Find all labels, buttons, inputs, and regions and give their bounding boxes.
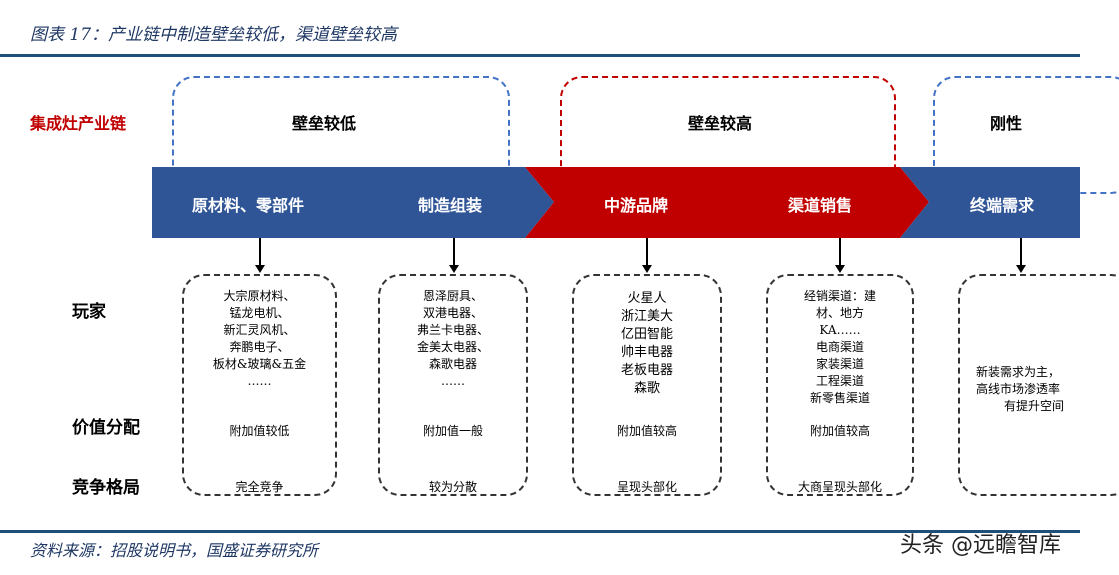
figure-title: 图表 17：产业链中制造壁垒较低，渠道壁垒较高 bbox=[30, 25, 398, 45]
value-cell: 附加值一般 bbox=[422, 424, 483, 438]
arrowhead-3 bbox=[642, 265, 652, 273]
players-list: 大宗原材料、锰龙电机、新汇灵风机、 奔鹏电子、板材&玻璃&五金…… bbox=[212, 289, 307, 388]
competition-cell: 大商呈现头部化 bbox=[797, 480, 882, 494]
arrowhead-4 bbox=[835, 265, 845, 273]
stage-terminal: 终端需求 bbox=[970, 196, 1035, 215]
figure-source: 资料来源：招股说明书，国盛证券研究所 bbox=[30, 541, 319, 560]
stage-arrow-upstream bbox=[152, 167, 554, 238]
competition-cell: 完全竞争 bbox=[235, 480, 284, 494]
value-cell: 附加值较低 bbox=[229, 424, 290, 438]
players-box-manufacturing: 恩泽厨具、双港电器、弗兰卡电器、 金美太电器、森歌电器…… 附加值一般 较为分散 bbox=[378, 274, 528, 496]
row-label-value: 价值分配 bbox=[72, 418, 140, 438]
arrowhead-5 bbox=[1016, 265, 1026, 273]
down-arrow-4 bbox=[839, 238, 841, 266]
chain-label: 集成灶产业链 bbox=[30, 114, 127, 133]
row-label-players: 玩家 bbox=[72, 302, 106, 322]
arrowhead-2 bbox=[449, 265, 459, 273]
stage-arrow-terminal bbox=[900, 167, 1080, 238]
players-list: 火星人浙江美大亿田智能 帅丰电器老板电器森歌 bbox=[620, 291, 673, 396]
barrier-label-rigid: 刚性 bbox=[990, 114, 1023, 133]
barrier-label-high: 壁垒较高 bbox=[688, 114, 753, 133]
arrowhead-1 bbox=[255, 265, 265, 273]
bottom-rule bbox=[0, 530, 1080, 533]
players-box-brand: 火星人浙江美大亿田智能 帅丰电器老板电器森歌 附加值较高 呈现头部化 bbox=[572, 274, 722, 496]
row-label-competition: 竞争格局 bbox=[72, 478, 140, 498]
down-arrow-5 bbox=[1020, 238, 1022, 266]
competition-cell: 呈现头部化 bbox=[616, 480, 677, 494]
down-arrow-2 bbox=[453, 238, 455, 266]
stage-channel: 渠道销售 bbox=[788, 196, 853, 215]
down-arrow-3 bbox=[646, 238, 648, 266]
competition-cell: 较为分散 bbox=[428, 480, 477, 494]
down-arrow-1 bbox=[259, 238, 261, 266]
players-list: 新装需求为主，高线市场渗透率 有提升空间 bbox=[976, 365, 1065, 413]
value-cell: 附加值较高 bbox=[616, 424, 677, 438]
stage-brand: 中游品牌 bbox=[604, 196, 669, 215]
value-cell: 附加值较高 bbox=[809, 424, 870, 438]
stage-raw-materials: 原材料、零部件 bbox=[192, 196, 305, 215]
players-box-raw-materials: 大宗原材料、锰龙电机、新汇灵风机、 奔鹏电子、板材&玻璃&五金…… 附加值较低 … bbox=[182, 274, 337, 496]
stage-arrow-midstream bbox=[525, 167, 929, 238]
barrier-label-low: 壁垒较低 bbox=[292, 114, 357, 133]
players-list: 恩泽厨具、双港电器、弗兰卡电器、 金美太电器、森歌电器…… bbox=[416, 289, 489, 388]
stage-manufacturing: 制造组装 bbox=[418, 196, 483, 215]
players-box-terminal: 新装需求为主，高线市场渗透率 有提升空间 bbox=[958, 274, 1119, 496]
watermark: 头条 @远瞻智库 bbox=[900, 533, 1061, 558]
top-rule bbox=[0, 54, 1080, 57]
